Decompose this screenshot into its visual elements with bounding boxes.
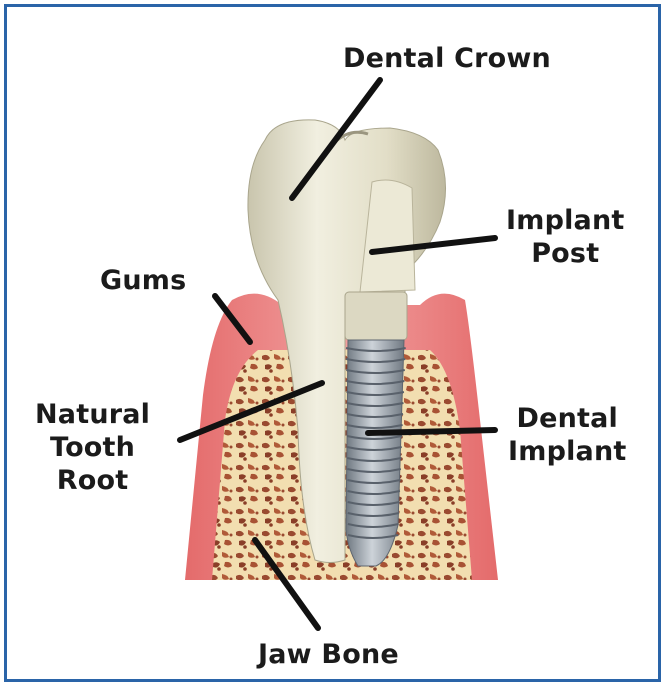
label-dental-crown: Dental Crown <box>343 42 551 75</box>
label-dental-implant: Dental Implant <box>508 402 627 468</box>
label-gums: Gums <box>100 264 186 297</box>
label-jaw-bone: Jaw Bone <box>258 638 399 671</box>
label-implant-post: Implant Post <box>506 204 625 270</box>
leader-line-dental-implant <box>368 430 495 433</box>
implant-collar <box>345 292 407 340</box>
label-natural-tooth-root: Natural Tooth Root <box>35 398 150 497</box>
